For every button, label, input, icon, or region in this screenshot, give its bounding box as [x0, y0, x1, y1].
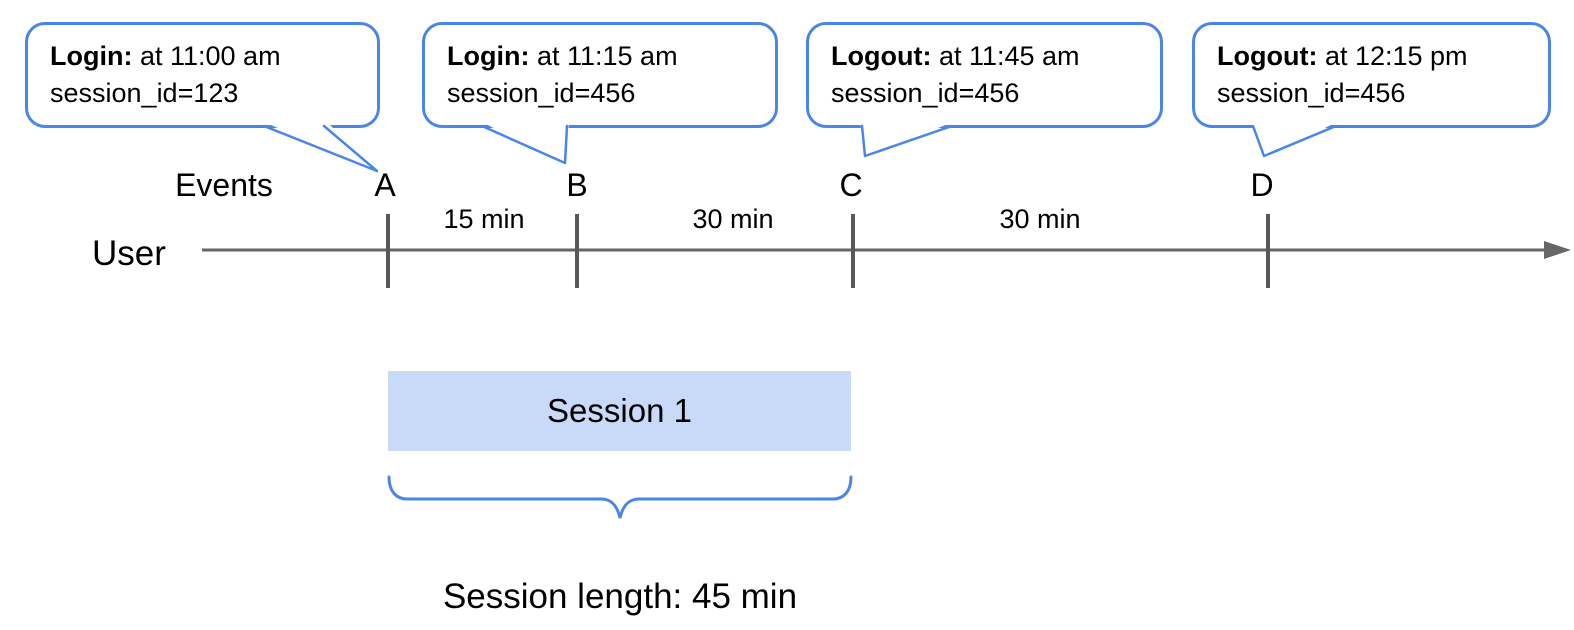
event-type-label: Login: [50, 41, 133, 71]
session-1-label: Session 1 [547, 392, 692, 429]
callout-line2: session_id=456 [831, 78, 1020, 108]
callout-login-b: Login: at 11:15 am session_id=456 [422, 22, 778, 128]
event-label-b: B [566, 167, 588, 203]
callout-line1: Login: at 11:00 am [50, 38, 377, 75]
event-type-label: Logout: [1217, 41, 1318, 71]
callout-line2: session_id=123 [50, 78, 239, 108]
tick-a [386, 214, 390, 288]
event-type-label: Logout: [831, 41, 932, 71]
event-label-c: C [839, 167, 863, 203]
session-length-label: Session length: 45 min [442, 577, 798, 616]
interval-label-cd: 30 min [999, 204, 1081, 234]
event-label-d: D [1250, 167, 1274, 203]
tick-d [1266, 214, 1270, 288]
callout-line2: session_id=456 [1217, 78, 1406, 108]
timeline-arrowhead [1544, 241, 1571, 259]
callout-line1: Login: at 11:15 am [447, 38, 775, 75]
callout-line1: Logout: at 11:45 am [831, 38, 1160, 75]
event-time-text: at 12:15 pm [1317, 41, 1468, 71]
event-type-label: Login: [447, 41, 530, 71]
event-time-text: at 11:15 am [529, 41, 678, 71]
event-label-a: A [374, 167, 396, 203]
event-time-text: at 11:45 am [931, 41, 1080, 71]
interval-label-bc: 30 min [692, 204, 774, 234]
callout-logout-d: Logout: at 12:15 pm session_id=456 [1192, 22, 1551, 128]
callout-line2: session_id=456 [447, 78, 636, 108]
callout-line1: Logout: at 12:15 pm [1217, 38, 1548, 75]
event-time-text: at 11:00 am [132, 41, 281, 71]
callout-tail-a [262, 121, 379, 173]
session-length-brace [387, 475, 853, 519]
session-1-box: Session 1 [388, 371, 851, 451]
interval-label-ab: 15 min [443, 204, 525, 234]
callout-logout-c: Logout: at 11:45 am session_id=456 [806, 22, 1163, 128]
callout-login-a: Login: at 11:00 am session_id=123 [25, 22, 380, 128]
tick-b [575, 214, 579, 288]
tick-c [851, 214, 855, 288]
axis-label-user: User [92, 234, 166, 273]
events-row-label: Events [175, 167, 273, 203]
